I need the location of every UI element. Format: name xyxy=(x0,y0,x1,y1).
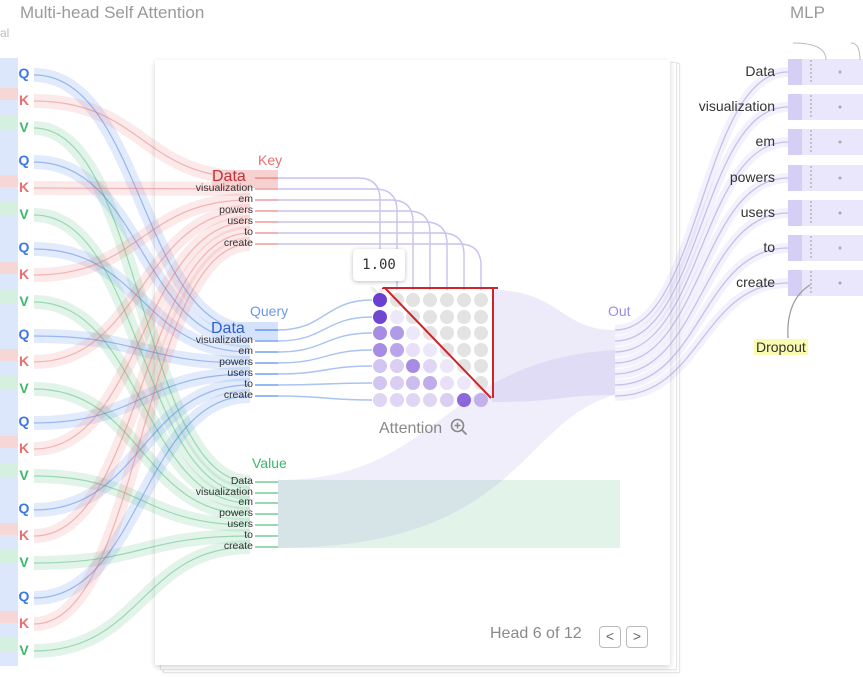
mlp-bar xyxy=(788,235,863,261)
mlp-bar xyxy=(788,270,863,296)
mlp-bar-cap xyxy=(788,94,802,120)
mlp-title: MLP xyxy=(790,3,825,22)
mlp-bar xyxy=(788,200,863,226)
head-navigation: Head 6 of 12 xyxy=(490,625,582,643)
qkv-letter-q: Q xyxy=(18,65,30,81)
key-token: powers xyxy=(219,204,253,216)
mlp-token: Data xyxy=(745,63,775,79)
mlp-connector xyxy=(850,42,861,61)
mlp-token: em xyxy=(755,133,775,149)
mlp-dot xyxy=(838,246,842,250)
mlp-bar-cap xyxy=(788,270,802,296)
mlp-bar xyxy=(788,129,863,155)
mlp-bar-cap xyxy=(788,200,802,226)
qkv-letter-v: V xyxy=(19,380,29,396)
value-token: to xyxy=(244,529,253,541)
value-token: users xyxy=(227,518,253,530)
query-token: powers xyxy=(219,356,253,368)
qkv-letter-v: V xyxy=(19,206,29,222)
value-token: em xyxy=(238,496,253,508)
qkv-letter-q: Q xyxy=(18,152,30,168)
mlp-dot xyxy=(838,176,842,180)
query-token: users xyxy=(227,367,253,379)
value-token: Data xyxy=(230,475,253,487)
out-label: Out xyxy=(608,303,631,319)
key-token: create xyxy=(223,237,253,249)
mlp-bar-cap xyxy=(788,59,802,85)
query-token: create xyxy=(223,389,253,401)
key-token: to xyxy=(244,226,253,238)
qkv-letter-k: K xyxy=(18,527,30,543)
qkv-letter-k: K xyxy=(18,266,30,282)
key-token: users xyxy=(227,215,253,227)
mlp-dot xyxy=(838,140,842,144)
mlp-dot xyxy=(838,281,842,285)
value-token: create xyxy=(223,540,253,552)
query-token: em xyxy=(238,345,253,357)
query-token: Data xyxy=(211,320,245,337)
qkv-letter-v: V xyxy=(19,642,29,658)
dropout-label[interactable]: Dropout xyxy=(754,339,808,355)
mlp-bar xyxy=(788,94,863,120)
qkv-letter-v: V xyxy=(19,554,29,570)
truncated-label: al xyxy=(0,26,10,40)
qkv-letter-k: K xyxy=(18,179,30,195)
zoom-in-icon[interactable] xyxy=(450,418,468,441)
mlp-dot xyxy=(838,211,842,215)
attention-label[interactable]: Attention xyxy=(379,418,468,441)
qkv-letter-q: Q xyxy=(18,239,30,255)
query-title: Query xyxy=(250,303,289,319)
mlp-token: create xyxy=(736,274,775,290)
query-token: visualization xyxy=(195,334,253,346)
mlp-token: users xyxy=(740,204,775,220)
key-token: Data xyxy=(212,168,246,185)
qkv-letter-q: Q xyxy=(18,413,30,429)
attention-tooltip: 1.00 xyxy=(353,249,405,281)
mlp-bar-cap xyxy=(788,165,802,191)
attention-text: Attention xyxy=(379,420,443,437)
mlp-connector xyxy=(792,42,827,61)
dropout-pointer xyxy=(787,284,811,339)
qkv-letter-v: V xyxy=(19,293,29,309)
mlp-bar xyxy=(788,165,863,191)
value-token: visualization xyxy=(195,486,253,498)
qkv-letter-v: V xyxy=(19,467,29,483)
mlp-dot xyxy=(838,70,842,74)
qkv-letter-k: K xyxy=(18,92,30,108)
mlp-token: visualization xyxy=(698,98,775,114)
qkv-letter-q: Q xyxy=(18,326,30,342)
mlp-bar-cap xyxy=(788,129,802,155)
mlp-bar xyxy=(788,59,863,85)
next-head-button[interactable]: > xyxy=(626,626,648,648)
value-title: Value xyxy=(252,455,287,471)
prev-head-button[interactable]: < xyxy=(599,626,621,648)
section-title: Multi-head Self Attention xyxy=(20,3,205,22)
key-token: em xyxy=(238,193,253,205)
qkv-letter-k: K xyxy=(18,440,30,456)
qkv-letter-v: V xyxy=(19,119,29,135)
qkv-letter-k: K xyxy=(18,353,30,369)
qkv-letter-q: Q xyxy=(18,500,30,516)
qkv-letter-q: Q xyxy=(18,588,30,604)
key-title: Key xyxy=(258,152,283,168)
qkv-letter-k: K xyxy=(18,615,30,631)
head-counter: Head 6 of 12 xyxy=(490,625,582,642)
mlp-bar-cap xyxy=(788,235,802,261)
mlp-dot xyxy=(838,105,842,109)
query-token: to xyxy=(244,378,253,390)
mlp-token: powers xyxy=(729,169,775,185)
key-token: visualization xyxy=(195,182,253,194)
mlp-token: to xyxy=(763,239,775,255)
value-token: powers xyxy=(219,507,253,519)
